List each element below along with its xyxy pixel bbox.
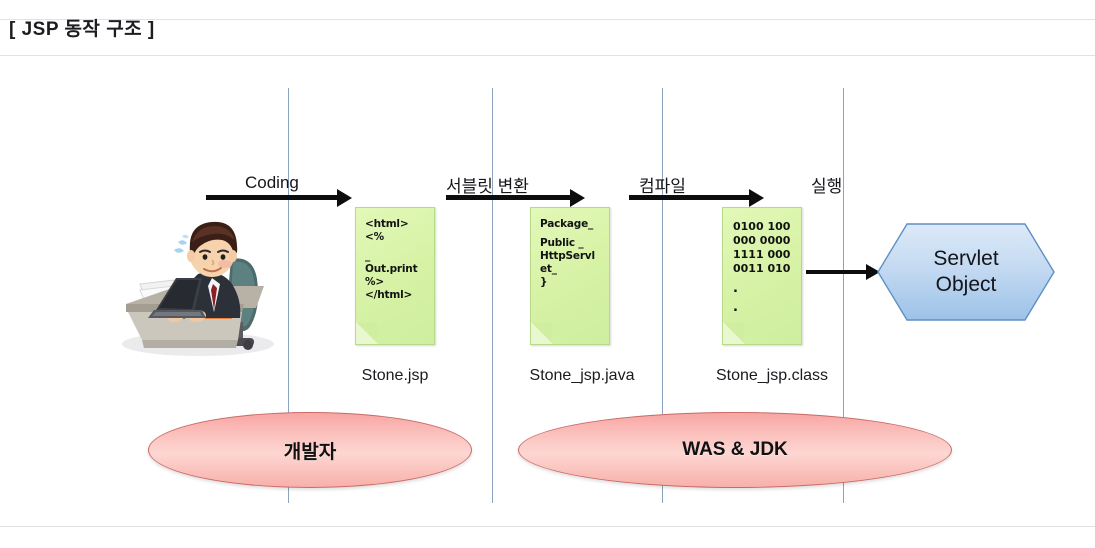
doc2-line-3: HttpServl bbox=[540, 250, 595, 262]
document-jsp: <html> <% _ Out.print %> </html> bbox=[355, 207, 435, 345]
zone-was-jdk: WAS & JDK bbox=[518, 412, 952, 488]
divider-line-3 bbox=[662, 88, 663, 503]
flow-arrow-compile bbox=[629, 195, 751, 200]
divider-line-2 bbox=[492, 88, 493, 503]
document-jsp-text: <html> <% _ Out.print %> </html> bbox=[365, 218, 429, 302]
doc2-line-2: Public _ bbox=[540, 237, 584, 249]
zone-was-jdk-label: WAS & JDK bbox=[682, 439, 788, 460]
arrow-label-servlet-conversion: 서블릿 변환 bbox=[446, 177, 529, 196]
doc1-line-1: <html> bbox=[365, 218, 409, 230]
flow-arrow-coding bbox=[206, 195, 339, 200]
zone-developer: 개발자 bbox=[148, 412, 472, 488]
divider-line-1 bbox=[288, 88, 289, 503]
caption-stone-jsp-java: Stone_jsp.java bbox=[529, 367, 635, 384]
doc1-line-3: _ bbox=[365, 250, 371, 262]
doc3-line-5: . bbox=[733, 281, 738, 296]
page-fold-corner-icon bbox=[355, 322, 378, 345]
caption-stone-jsp: Stone.jsp bbox=[361, 367, 429, 384]
document-class: 0100 100 000 0000 1111 000 0011 010 . . bbox=[722, 207, 802, 345]
page-title: [ JSP 동작 구조 ] bbox=[9, 19, 155, 40]
flow-arrow-servlet-conversion bbox=[446, 195, 572, 200]
flow-arrow-execute bbox=[806, 270, 868, 274]
doc3-line-1: 0100 100 bbox=[733, 220, 791, 233]
page-frame-top bbox=[0, 0, 1095, 20]
doc3-line-6: . bbox=[733, 300, 738, 315]
doc1-line-4: Out.print bbox=[365, 263, 418, 275]
divider-line-4 bbox=[843, 88, 844, 503]
servlet-object-shape: Servlet Object bbox=[877, 223, 1055, 321]
doc2-line-1: Package_ bbox=[540, 218, 594, 230]
doc3-line-3: 1111 000 bbox=[733, 248, 791, 261]
doc1-line-2: <% bbox=[365, 231, 384, 243]
doc1-line-6: </html> bbox=[365, 289, 413, 301]
arrow-label-coding: Coding bbox=[245, 173, 299, 192]
doc3-line-4: 0011 010 bbox=[733, 262, 791, 275]
document-class-text: 0100 100 000 0000 1111 000 0011 010 . . bbox=[733, 220, 796, 314]
document-java-text: Package_ Public _ HttpServl et_ } bbox=[540, 218, 604, 289]
document-java: Package_ Public _ HttpServl et_ } bbox=[530, 207, 610, 345]
developer-illustration bbox=[112, 212, 288, 360]
zone-developer-label: 개발자 bbox=[283, 441, 337, 463]
doc3-line-2: 000 0000 bbox=[733, 234, 791, 247]
arrow-label-execute: 실행 bbox=[811, 177, 843, 196]
caption-stone-jsp-class: Stone_jsp.class bbox=[715, 367, 829, 384]
doc1-line-5: %> bbox=[365, 276, 384, 288]
arrow-label-compile: 컴파일 bbox=[639, 177, 686, 196]
page-fold-corner-icon bbox=[530, 322, 553, 345]
doc2-line-5: } bbox=[540, 276, 548, 288]
doc2-line-4: et_ bbox=[540, 263, 557, 275]
page-fold-corner-icon bbox=[722, 322, 745, 345]
